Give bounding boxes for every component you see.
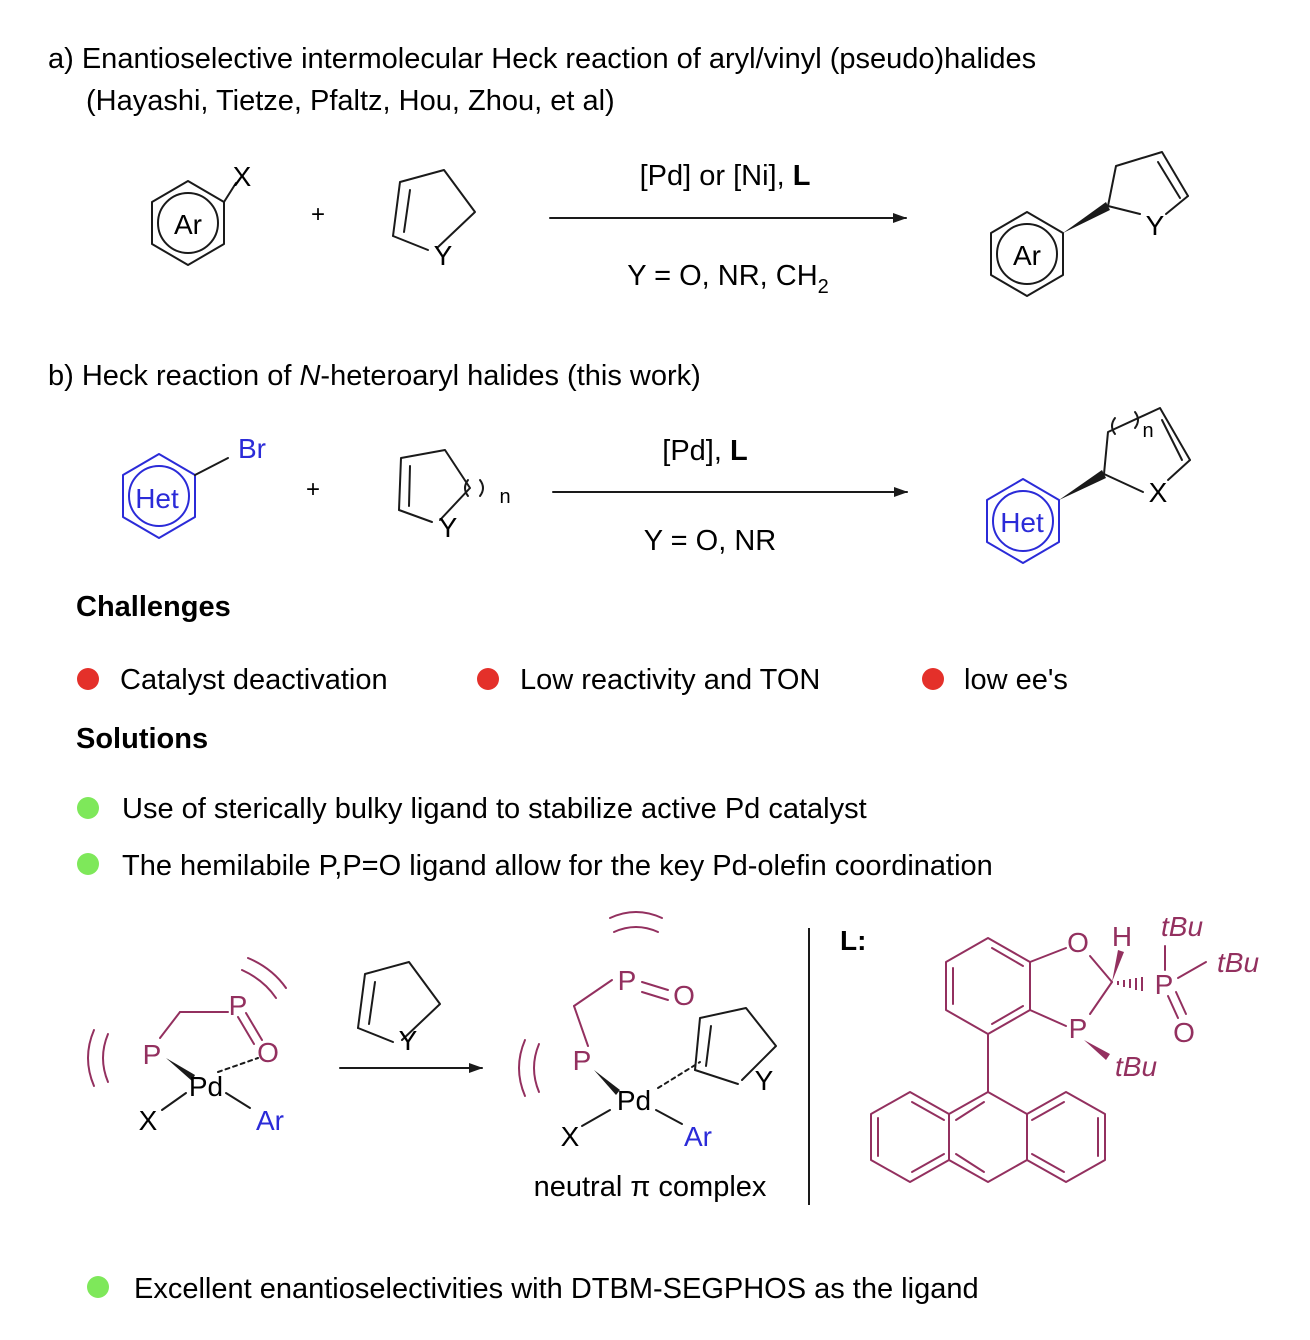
ligand-tbu-right: tBu [1217, 947, 1259, 978]
solution-item: Use of sterically bulky ligand to stabil… [122, 793, 867, 825]
section-a-subtitle: (Hayashi, Tietze, Pfaltz, Hou, Zhou, et … [86, 85, 615, 117]
complex2-caption: neutral π complex [534, 1171, 767, 1203]
het-ring-label: Het [135, 483, 179, 514]
solution-item: The hemilabile P,P=O ligand allow for th… [122, 850, 993, 882]
ligand-p-ring: P [1069, 1013, 1088, 1044]
challenge-item: low ee's [964, 664, 1068, 696]
challenge-bullet [77, 668, 99, 690]
olefin-b: Y n [398, 449, 511, 543]
product-a: Ar Y [990, 151, 1189, 297]
ligand-tbu-top: tBu [1161, 911, 1203, 942]
section-b-title: b) Heck reaction of N-heteroaryl halides… [48, 360, 701, 392]
ligand-o-oxide: O [1173, 1017, 1195, 1048]
product-b-atom: X [1149, 477, 1168, 508]
heteroaryl-bromide: Het Br [122, 433, 266, 539]
ligand-h: H [1112, 921, 1132, 952]
c1-o: O [257, 1037, 279, 1068]
ligand-tbu-wedge [1084, 1040, 1110, 1060]
product-b: Het X n [986, 407, 1191, 564]
c2-x: X [561, 1121, 580, 1152]
arrow-a-conditions: [Pd] or [Ni], L [640, 160, 811, 192]
ligand-tbu-bottom: tBu [1115, 1051, 1157, 1082]
olefin-a-atom: Y [434, 240, 453, 271]
ligand-structure: O H P P O tBu tBu tBu [870, 911, 1259, 1183]
pd-complex-2: P P O Pd X Ar Y [518, 911, 777, 1152]
pd-p-wedge-2 [594, 1070, 620, 1095]
c2-p2: P [618, 965, 637, 996]
product-a-ring-label: Ar [1013, 240, 1041, 271]
challenge-bullet [922, 668, 944, 690]
c1-p2: P [229, 990, 248, 1021]
wedge-bond-b [1059, 470, 1106, 500]
solutions-heading: Solutions [76, 723, 208, 755]
product-b-ring-label: Het [1000, 507, 1044, 538]
challenge-item: Low reactivity and TON [520, 664, 820, 696]
aryl-ring-label: Ar [174, 209, 202, 240]
conclusion-bullet [87, 1276, 109, 1298]
pd-complex-1: P P O Pd X Ar [87, 957, 287, 1136]
section-a-title: a) Enantioselective intermolecular Heck … [48, 43, 1036, 75]
solutions-list: Use of sterically bulky ligand to stabil… [77, 793, 993, 882]
c2-pd: Pd [617, 1085, 651, 1116]
solution-bullet [77, 853, 99, 875]
c2-ar: Ar [684, 1121, 712, 1152]
olefin-mech: Y [357, 961, 441, 1056]
product-b-index: n [1142, 420, 1153, 442]
olefin-mech-atom: Y [399, 1025, 418, 1056]
c1-p: P [143, 1039, 162, 1070]
ligand-h-wedge [1112, 950, 1124, 982]
ligand-p-oxide: P [1155, 969, 1174, 1000]
c1-x: X [139, 1105, 158, 1136]
c1-pd: Pd [189, 1071, 223, 1102]
wedge-bond-a [1063, 202, 1110, 233]
olefin-a: Y [392, 169, 476, 271]
challenge-bullet [477, 668, 499, 690]
c1-ar: Ar [256, 1105, 284, 1136]
olefin-b-index: n [499, 486, 510, 508]
pd-p-wedge [166, 1058, 195, 1081]
olefin-b-atom: Y [439, 512, 458, 543]
plus-sign-a: + [311, 201, 325, 228]
aryl-halide: Ar X [151, 161, 252, 266]
c2-y: Y [755, 1065, 774, 1096]
ligand-label: L: [840, 925, 866, 956]
arrow-a-scope: Y = O, NR, CH2 [627, 260, 829, 298]
challenge-item: Catalyst deactivation [120, 664, 388, 696]
het-substituent-br: Br [238, 433, 266, 464]
arrow-b-scope: Y = O, NR [644, 525, 776, 557]
challenges-heading: Challenges [76, 591, 231, 623]
ligand-hash-bond [1117, 977, 1143, 991]
solution-bullet [77, 797, 99, 819]
plus-sign-b: + [306, 476, 320, 503]
challenges-list: Catalyst deactivation Low reactivity and… [77, 664, 1068, 696]
c2-o: O [673, 980, 695, 1011]
arrow-b-conditions: [Pd], L [662, 435, 747, 467]
c2-p: P [573, 1045, 592, 1076]
conclusion-text: Excellent enantioselectivities with DTBM… [134, 1273, 979, 1305]
aryl-substituent-x: X [233, 161, 252, 192]
product-a-atom: Y [1146, 210, 1165, 241]
ligand-o-ring: O [1067, 927, 1089, 958]
